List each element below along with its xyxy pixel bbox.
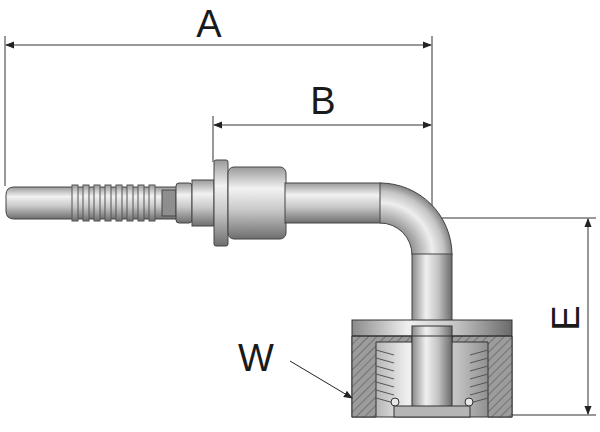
- barb-rib: [138, 185, 144, 221]
- thread-line: [376, 350, 394, 355]
- barb-rib: [127, 185, 133, 221]
- barb-rib: [94, 185, 100, 221]
- thread-line: [470, 390, 488, 395]
- thread-line: [470, 366, 488, 371]
- part-label: W: [236, 339, 276, 377]
- barb-rib: [116, 185, 122, 221]
- dimension-label: E: [547, 303, 585, 332]
- barb-rib: [72, 185, 78, 221]
- leader-line: [290, 361, 352, 398]
- thread-line: [470, 382, 488, 387]
- thread-line: [376, 390, 394, 395]
- thread-line: [470, 374, 488, 379]
- thread-line: [376, 366, 394, 371]
- thread-line: [376, 374, 394, 379]
- elbow-tube: [285, 183, 452, 326]
- dimension-label: A: [194, 5, 223, 43]
- thread-line: [470, 350, 488, 355]
- hose-tail: [6, 160, 286, 246]
- barb-rib: [105, 185, 111, 221]
- thread-line: [470, 358, 488, 363]
- barb-rib: [149, 185, 155, 221]
- barb-rib: [83, 185, 89, 221]
- thread-line: [376, 382, 394, 387]
- thread-line: [376, 358, 394, 363]
- swivel-nut: [352, 320, 512, 417]
- dimension-label: B: [308, 82, 337, 120]
